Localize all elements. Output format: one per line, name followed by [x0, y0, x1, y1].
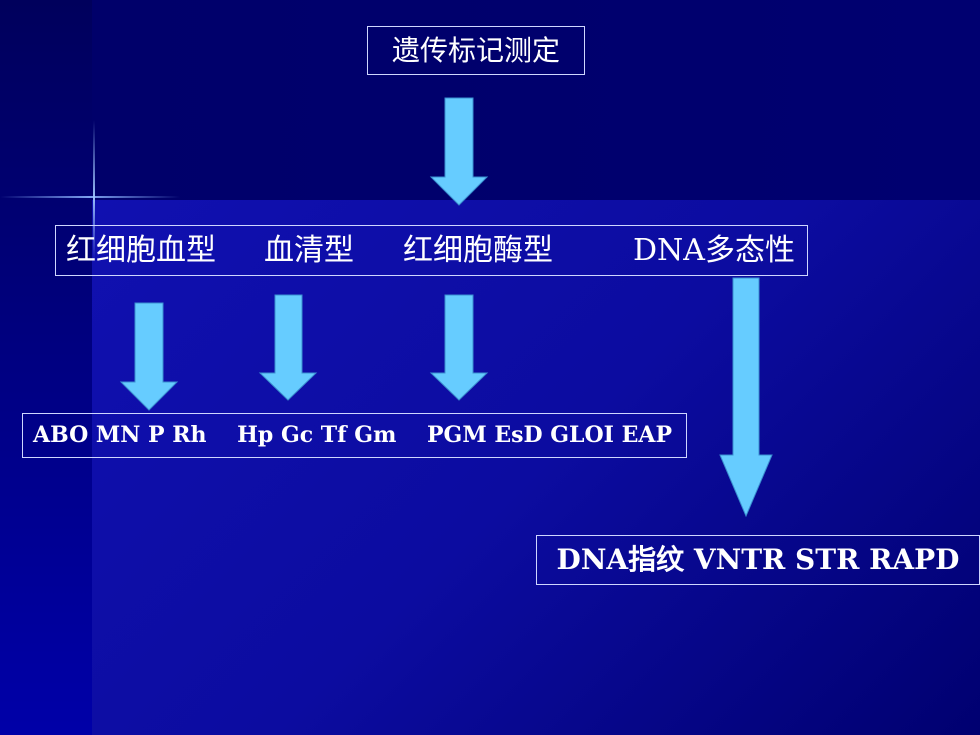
- dna-methods-box: DNA指纹 VNTR STR RAPD: [536, 535, 980, 585]
- title-box: 遗传标记测定: [367, 26, 585, 75]
- category-dna-polymorphism: DNA多态性: [633, 233, 795, 268]
- arrow-serum-type: [258, 294, 318, 401]
- arrow-enzyme-type: [429, 294, 489, 401]
- arrow-title-to-categories: [429, 97, 489, 206]
- category-red-cell-enzyme-type: 红细胞酶型: [403, 233, 553, 268]
- dna-methods-text: DNA指纹 VNTR STR RAPD: [556, 543, 960, 576]
- arrow-dna-polymorphism: [719, 277, 773, 518]
- background-top: [92, 0, 980, 200]
- markers-box: ABO MN P Rh Hp Gc Tf Gm PGM EsD GLOI EAP: [22, 413, 687, 458]
- sparkle-horizontal: [0, 196, 180, 198]
- background-left-strip: [0, 0, 92, 735]
- background-main: [92, 200, 980, 735]
- arrow-blood-type: [119, 302, 179, 411]
- markers-text: ABO MN P Rh Hp Gc Tf Gm PGM EsD GLOI EAP: [33, 422, 672, 448]
- categories-box: 红细胞血型 血清型 红细胞酶型 DNA多态性: [55, 225, 808, 276]
- category-serum-type: 血清型: [264, 233, 354, 268]
- category-red-cell-blood-type: 红细胞血型: [66, 233, 216, 268]
- sparkle-vertical: [93, 120, 95, 260]
- title-text: 遗传标记测定: [391, 34, 560, 67]
